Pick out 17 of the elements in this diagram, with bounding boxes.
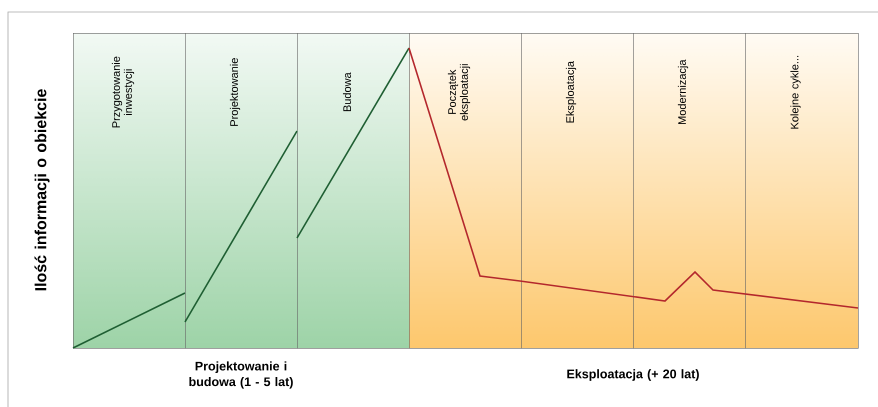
phase-band: [297, 33, 410, 349]
phase-label: Eksploatacja: [566, 61, 576, 122]
phase-band: [521, 33, 634, 349]
phase-band: [185, 33, 298, 349]
phase-band: [633, 33, 746, 349]
phase-band: [409, 33, 522, 349]
period-label: Projektowanie i budowa (1 - 5 lat): [189, 361, 293, 389]
phase-label: Modernizacja: [678, 60, 688, 124]
phase-band: [745, 33, 859, 349]
phase-label: Początek eksploatacji: [448, 64, 470, 120]
phase-band: [73, 33, 186, 349]
axis-title: Ilość informacji o obiekcie: [34, 89, 50, 290]
phase-label: Kolejne cykle...: [790, 56, 801, 129]
phase-label: Przygotowanie inwestycji: [112, 56, 134, 128]
phase-label: Budowa: [342, 72, 352, 112]
period-label: Eksploatacja (+ 20 lat): [567, 369, 699, 381]
phase-label: Projektowanie: [230, 58, 240, 126]
